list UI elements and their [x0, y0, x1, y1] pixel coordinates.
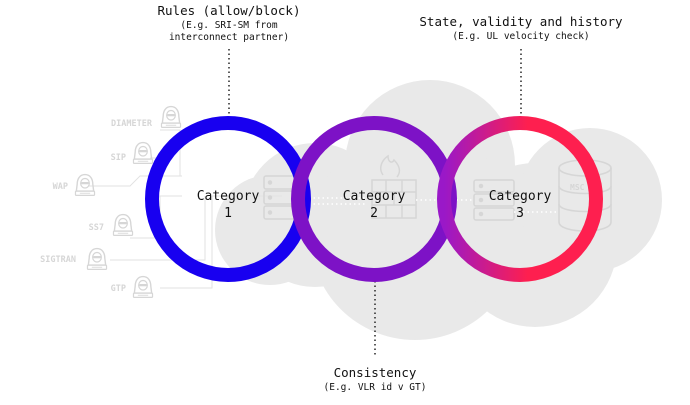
category-rings: [145, 116, 603, 282]
protocol-label-sigtran: SIGTRAN: [40, 255, 76, 265]
protocol-label-gtp: GTP: [111, 284, 126, 294]
hacker-icons: [74, 105, 182, 299]
hacker-icon: [112, 213, 134, 237]
category-3-ring: [437, 116, 603, 282]
category-1-number: 1: [224, 206, 232, 221]
category-3-number: 3: [516, 206, 524, 221]
category-2-name: Category: [343, 189, 406, 204]
rules-title: Rules (allow/block): [158, 3, 301, 18]
category-labels: Category 1 Category 2 Category 3: [197, 189, 552, 221]
annotation-state: State, validity and history (E.g. UL vel…: [419, 14, 623, 42]
annotation-consistency: Consistency (E.g. VLR id v GT): [324, 365, 427, 393]
firewall-icon: [371, 154, 417, 219]
server-rack-icon: [473, 179, 515, 221]
dotted-connectors: [228, 49, 522, 355]
rules-example-line1: (E.g. SRI-SM from: [180, 20, 278, 31]
consistency-example: (E.g. VLR id v GT): [324, 382, 427, 393]
hacker-icon: [86, 247, 108, 271]
protocol-labels: DIAMETER SIP WAP SS7 SIGTRAN GTP: [40, 119, 153, 294]
protocol-label-ss7: SS7: [89, 223, 104, 233]
database-label: MSC: [570, 183, 585, 192]
protocol-label-diameter: DIAMETER: [111, 119, 153, 129]
category-2-number: 2: [370, 206, 378, 221]
hacker-icon: [132, 141, 154, 165]
hacker-icon: [74, 173, 96, 197]
annotation-rules: Rules (allow/block) (E.g. SRI-SM from in…: [158, 3, 301, 43]
hacker-icon: [160, 105, 182, 129]
state-example: (E.g. UL velocity check): [452, 31, 589, 42]
category-3-name: Category: [489, 189, 552, 204]
consistency-title: Consistency: [334, 365, 417, 380]
hacker-icon: [132, 275, 154, 299]
state-title: State, validity and history: [419, 14, 623, 29]
category-1-name: Category: [197, 189, 260, 204]
flow-lines: [300, 197, 559, 213]
protocol-label-sip: SIP: [111, 153, 126, 163]
rules-example-line2: interconnect partner): [169, 32, 289, 43]
protocol-label-wap: WAP: [53, 182, 68, 192]
